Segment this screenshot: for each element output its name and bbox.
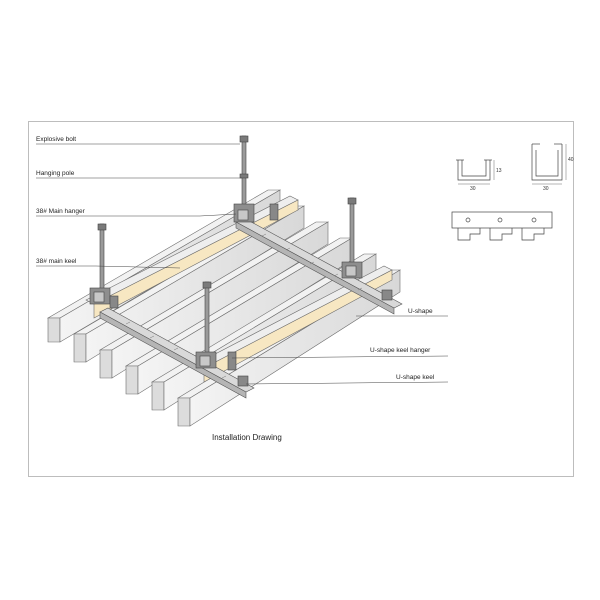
u-shape-keels — [99, 217, 403, 399]
leader-lines — [36, 143, 449, 385]
hanging-pole-a — [233, 135, 255, 223]
leader-u-shape-keel-hanger — [231, 355, 449, 359]
profile-large-u — [531, 143, 567, 185]
u-shape-baffle-3 — [98, 221, 330, 379]
leader-main-keel — [36, 265, 181, 269]
u-shape-keel-hanger-a — [227, 351, 237, 371]
u-shape-keel-hanger-b — [237, 375, 249, 387]
label-u-shape-keel-hanger: U-shape keel hanger — [370, 347, 431, 354]
drawing-title: Installation Drawing — [212, 433, 282, 442]
label-u-shape-keel: U-shape keel — [396, 374, 435, 381]
hanging-pole-c — [341, 197, 363, 279]
label-hanging-pole: Hanging pole — [36, 170, 75, 177]
hanging-pole-b — [89, 223, 111, 305]
profile-keel-clips — [451, 211, 553, 241]
label-u-shape: U-shape — [408, 308, 433, 315]
profile-small-u — [456, 159, 495, 185]
u-shape-keel-hanger-e — [109, 295, 119, 309]
leader-main-hanger — [36, 213, 237, 217]
label-main-hanger: 38# Main hanger — [36, 208, 86, 215]
leader-u-shape-keel — [245, 381, 449, 385]
label-main-keel: 38# main keel — [36, 258, 77, 265]
u-shape-baffle-2 — [72, 205, 306, 363]
dim-small-height: 13 — [496, 168, 502, 174]
hanging-assemblies — [89, 135, 393, 387]
u-shape-keel-right — [235, 217, 403, 315]
dim-large-width: 30 — [543, 186, 549, 192]
u-shape-keel-hanger-d — [381, 289, 393, 301]
u-shape-keel-hanger-c — [269, 203, 279, 221]
dim-large-height: 40 — [568, 157, 574, 163]
dim-small-width: 30 — [470, 186, 476, 192]
main-keel-lower — [195, 265, 393, 383]
hanging-pole-d — [195, 281, 217, 369]
label-explosive-bolt: Explosive bolt — [36, 136, 76, 143]
